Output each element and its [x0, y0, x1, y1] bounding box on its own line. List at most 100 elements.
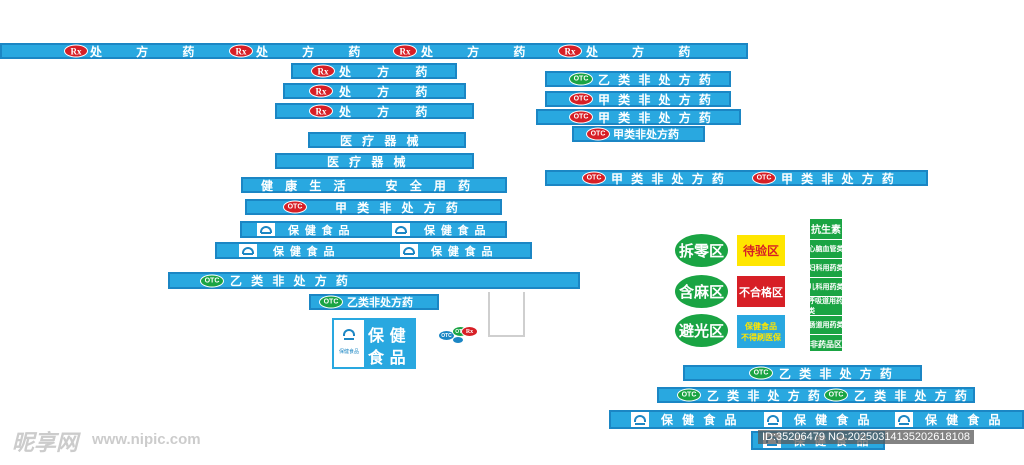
health-food-label: 保 健 食 品: [431, 244, 494, 258]
health-food-logo-icon: [239, 244, 257, 257]
medical-device-strip: 医 疗 器 械: [275, 153, 474, 169]
health-food-logo-icon: [895, 412, 913, 427]
otc-badge: OTC: [824, 388, 848, 402]
otc-class-a-strip: OTC 甲 类 非 处 方 药: [245, 199, 502, 215]
rx-badge: Rx: [64, 44, 88, 58]
zone-controlled-oval: 含麻区: [675, 275, 728, 308]
health-food-big-line2: 食 品: [368, 348, 406, 367]
otc-badge: OTC: [319, 295, 343, 309]
otc-badge: OTC: [677, 388, 701, 402]
otc-class-a-label: 甲 类 非 处 方 药: [598, 110, 712, 125]
rx-badge: Rx: [558, 44, 582, 58]
health-food-label: 保 健 食 品: [273, 244, 336, 258]
health-food-strip: 保 健 食 品 保 健 食 品: [240, 221, 507, 238]
rx-strip: Rx 处 方 药: [275, 103, 474, 119]
zone-light-oval: 避光区: [675, 314, 728, 347]
health-food-big-line1: 保 健: [368, 326, 406, 345]
otc-badge: OTC: [569, 92, 593, 106]
rx-badge: Rx: [311, 64, 335, 78]
watermark-url: www.nipic.com: [92, 431, 201, 448]
watermark-meta: ID:35206479 NO:20250314135202618108: [758, 430, 974, 444]
rx-badge: Rx: [309, 84, 333, 98]
category-item: 儿科用药类: [808, 277, 844, 296]
otc-badge: OTC: [569, 110, 593, 124]
health-life-strip: 健 康 生 活 安 全 用 药: [241, 177, 507, 193]
otc-badge: OTC: [569, 72, 593, 86]
no-insurance-line2: 不得刷医保: [741, 332, 781, 342]
zone-split-oval: 拆零区: [675, 234, 728, 267]
otc-badge: OTC: [749, 366, 773, 380]
rx-strip: Rx 处 方 药: [283, 83, 466, 99]
health-food-logo-icon: [631, 412, 649, 427]
rx-strip-label: 处 方 药: [256, 44, 362, 59]
small-logo-icon: [453, 337, 463, 343]
otc-class-a-strip: OTC 甲 类 非 处 方 药: [536, 109, 741, 125]
category-item: 肠道用药类: [808, 315, 844, 334]
health-food-wide-strip: 保 健 食 品 保 健 食 品 保 健 食 品: [609, 410, 1024, 429]
health-food-logo-icon: [400, 244, 418, 257]
otc-class-a-label: 甲 类 非 处 方 药: [335, 200, 459, 215]
medical-device-strip: 医 疗 器 械: [308, 132, 466, 148]
otc-badge: OTC: [283, 200, 307, 214]
otc-class-b-label: 乙类非处方药: [347, 296, 413, 309]
health-food-logo-caption: 保健食品: [338, 349, 359, 355]
otc-class-a-label: 甲 类 非 处 方 药: [781, 171, 895, 186]
rx-strip-label: 处 方 药: [339, 64, 429, 79]
rx-badge: Rx: [309, 104, 333, 118]
rx-strip: Rx 处 方 药: [291, 63, 457, 79]
otc-class-b-label: 乙 类 非 处 方 药: [230, 274, 349, 288]
rx-top-long-strip: Rx 处 方 药 Rx 处 方 药 Rx 处 方 药 Rx 处 方 药: [0, 43, 748, 59]
otc-class-a-strip: OTC 甲类非处方药: [572, 126, 705, 142]
medical-device-label: 医 疗 器 械: [340, 133, 420, 148]
medical-device-label: 医 疗 器 械: [327, 154, 407, 169]
rx-strip-label: 处 方 药: [421, 44, 527, 59]
rx-badge: Rx: [229, 44, 253, 58]
otc-class-b-strip: OTC 乙 类 非 处 方 药: [168, 272, 580, 289]
health-food-strip: 保 健 食 品 保 健 食 品: [215, 242, 532, 259]
otc-class-b-strip: OTC 乙 类 非 处 方 药: [545, 71, 731, 87]
health-food-logo-icon: [764, 412, 782, 427]
category-item: 妇科用药类: [808, 258, 844, 277]
otc-class-b-wide-strip: OTC 乙 类 非 处 方 药 OTC 乙 类 非 处 方 药: [657, 387, 975, 403]
zone-no-insurance-sign: 保健食品 不得刷医保: [737, 315, 785, 348]
category-item: 呼吸道用药类: [808, 296, 844, 315]
otc-class-a-strip: OTC 甲 类 非 处 方 药: [545, 91, 731, 107]
otc-badge: OTC: [752, 171, 776, 185]
otc-class-b-strip: OTC 乙类非处方药: [309, 294, 439, 310]
category-item: 非药品区: [808, 334, 844, 353]
otc-badge: OTC: [586, 127, 610, 141]
otc-badge: OTC: [582, 171, 606, 185]
health-food-logo-icon: [257, 223, 275, 236]
health-food-big-logo: 保健食品: [334, 320, 364, 367]
health-food-label: 保 健 食 品: [925, 413, 1002, 427]
no-insurance-line1: 保健食品: [745, 321, 777, 331]
health-food-label: 保 健 食 品: [794, 413, 871, 427]
otc-class-a-label: 甲 类 非 处 方 药: [598, 92, 712, 107]
category-column: 抗生素 心脑血管类 妇科用药类 儿科用药类 呼吸道用药类 肠道用药类 非药品区 …: [808, 217, 844, 372]
otc-class-b-label: 乙 类 非 处 方 药: [779, 366, 893, 381]
otc-class-b-strip: OTC 乙 类 非 处 方 药: [683, 365, 922, 381]
rx-badge: Rx: [461, 326, 478, 337]
health-food-logo-icon: [392, 223, 410, 236]
rx-strip-label: 处 方 药: [339, 84, 429, 99]
rx-strip-label: 处 方 药: [90, 44, 196, 59]
category-item: 抗生素: [811, 224, 841, 236]
health-food-label: 保 健 食 品: [288, 223, 351, 237]
otc-class-b-label: 乙 类 非 处 方 药: [598, 72, 712, 87]
zone-unqualified-sign: 不合格区: [737, 276, 785, 307]
otc-class-a-label: 甲 类 非 处 方 药: [611, 171, 725, 186]
otc-class-a-wide-strip: OTC 甲 类 非 处 方 药 OTC 甲 类 非 处 方 药: [545, 170, 928, 186]
otc-class-b-label: 乙 类 非 处 方 药: [854, 388, 968, 403]
health-food-label: 保 健 食 品: [661, 413, 738, 427]
health-life-label: 健 康 生 活 安 全 用 药: [261, 178, 472, 193]
gray-outline-frame: [488, 292, 525, 337]
otc-class-a-label: 甲类非处方药: [613, 128, 679, 141]
category-item: 心脑血管类: [808, 239, 844, 258]
zone-pending-sign: 待验区: [737, 235, 785, 266]
otc-badge: OTC: [200, 274, 224, 287]
rx-badge: Rx: [393, 44, 417, 58]
otc-class-b-label: 乙 类 非 处 方 药: [707, 388, 821, 403]
health-food-label: 保 健 食 品: [424, 223, 487, 237]
health-food-logo-icon: [340, 326, 358, 342]
watermark-brand: 昵享网: [12, 431, 79, 456]
